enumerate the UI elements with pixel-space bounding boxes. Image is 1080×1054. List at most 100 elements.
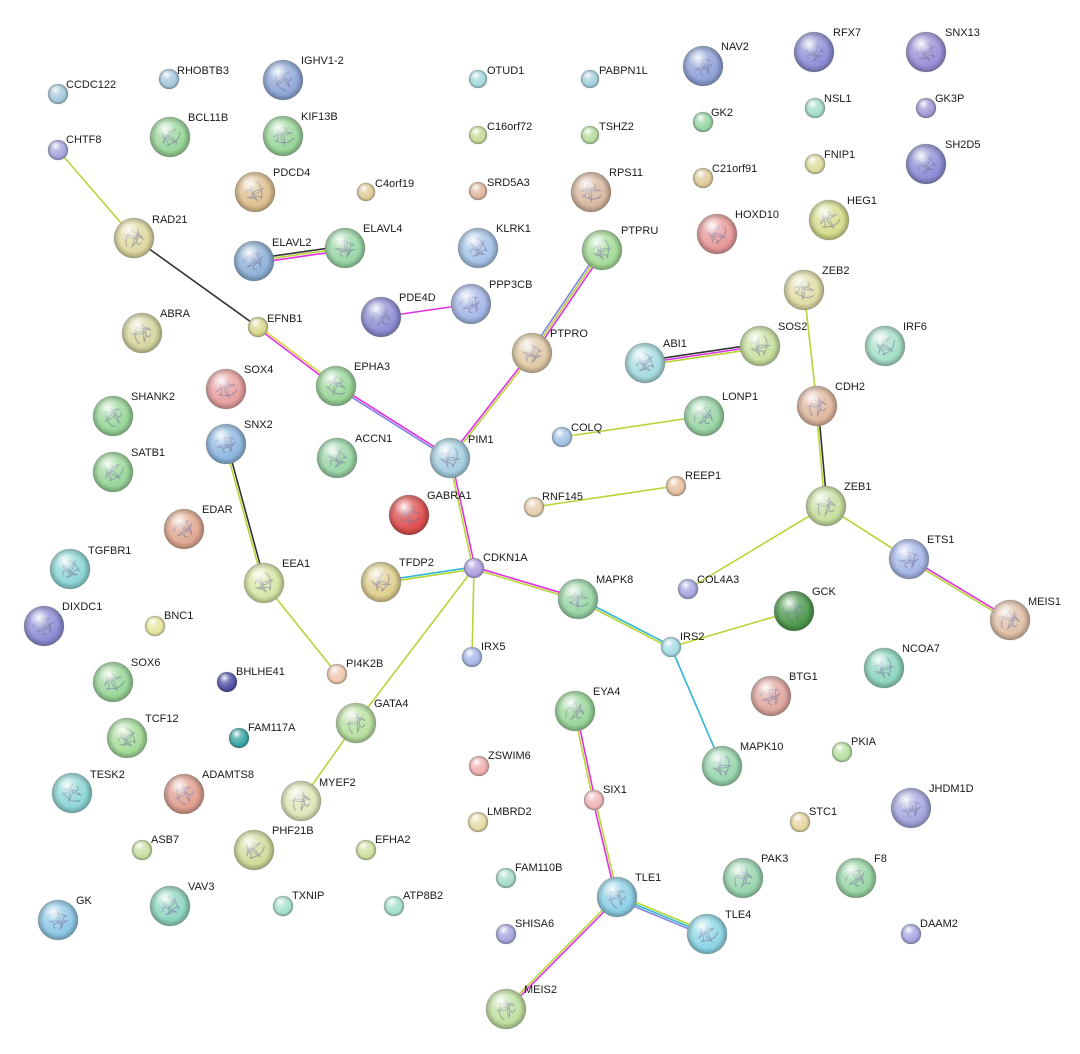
node-abi1[interactable]: ABI1 — [624, 338, 687, 384]
node-txnip[interactable]: TXNIP — [272, 890, 324, 917]
node-satb1[interactable]: SATB1 — [92, 447, 165, 493]
node-meis2[interactable]: MEIS2 — [485, 984, 557, 1030]
node-six1[interactable]: SIX1 — [583, 784, 627, 811]
node-sox6[interactable]: SOX6 — [92, 657, 160, 703]
node-sos2[interactable]: SOS2 — [739, 321, 807, 367]
node-gabra1[interactable]: GABRA1 — [388, 490, 472, 536]
node-tgfbr1[interactable]: TGFBR1 — [49, 545, 131, 590]
node-gk3p[interactable]: GK3P — [915, 93, 964, 119]
node-adamts8[interactable]: ADAMTS8 — [163, 769, 254, 815]
node-myef2[interactable]: MYEF2 — [280, 777, 356, 822]
node-elavl2[interactable]: ELAVL2 — [233, 237, 312, 282]
node-ighv1-2[interactable]: IGHV1-2 — [262, 55, 344, 101]
node-tcf12[interactable]: TCF12 — [106, 713, 179, 759]
node-fnip1[interactable]: FNIP1 — [804, 149, 855, 175]
node-bcl11b[interactable]: BCL11B — [149, 112, 228, 158]
node-otud1[interactable]: OTUD1 — [468, 65, 524, 89]
node-fam110b[interactable]: FAM110B — [495, 862, 563, 889]
node-rnf145[interactable]: RNF145 — [523, 491, 583, 518]
node-abra[interactable]: ABRA — [121, 308, 191, 354]
node-cdh2[interactable]: CDH2 — [796, 381, 865, 427]
node-reep1[interactable]: REEP1 — [665, 470, 721, 497]
node-sox4[interactable]: SOX4 — [205, 364, 273, 410]
node-pak3[interactable]: PAK3 — [722, 853, 788, 899]
node-ptpro[interactable]: PTPRO — [511, 328, 588, 374]
node-edar[interactable]: EDAR — [163, 504, 233, 550]
node-mapk10[interactable]: MAPK10 — [701, 741, 783, 787]
node-c16orf72[interactable]: C16orf72 — [468, 121, 532, 145]
node-tle4[interactable]: TLE4 — [686, 909, 751, 955]
node-tle1[interactable]: TLE1 — [596, 872, 661, 918]
node-gck[interactable]: GCK — [773, 586, 837, 632]
node-jhdm1d[interactable]: JHDM1D — [890, 783, 974, 829]
node-c4orf19[interactable]: C4orf19 — [356, 178, 414, 202]
node-atp8b2[interactable]: ATP8B2 — [383, 890, 443, 917]
node-lonp1[interactable]: LONP1 — [683, 391, 758, 437]
node-rfx7[interactable]: RFX7 — [793, 27, 861, 73]
node-zeb1[interactable]: ZEB1 — [805, 481, 872, 527]
node-shisa6[interactable]: SHISA6 — [495, 918, 554, 945]
node-pabpn1l[interactable]: PABPN1L — [580, 65, 648, 89]
node-pde4d[interactable]: PDE4D — [360, 292, 436, 338]
node-gk[interactable]: GK — [37, 895, 93, 941]
node-ptpru[interactable]: PTPRU — [581, 225, 658, 271]
node-bnc1[interactable]: BNC1 — [144, 610, 193, 637]
node-mapk8[interactable]: MAPK8 — [557, 574, 633, 620]
node-bhlhe41[interactable]: BHLHE41 — [216, 666, 285, 693]
node-elavl4[interactable]: ELAVL4 — [324, 223, 403, 269]
node-efnb1[interactable]: EFNB1 — [247, 313, 302, 338]
node-c21orf91[interactable]: C21orf91 — [692, 163, 757, 189]
node-eea1[interactable]: EEA1 — [243, 558, 310, 604]
node-chtf8[interactable]: CHTF8 — [47, 134, 101, 161]
node-phf21b[interactable]: PHF21B — [233, 825, 314, 871]
node-zswim6[interactable]: ZSWIM6 — [468, 750, 531, 777]
node-sh2d5[interactable]: SH2D5 — [905, 139, 980, 185]
node-snx13[interactable]: SNX13 — [905, 27, 980, 73]
node-tfdp2[interactable]: TFDP2 — [360, 557, 434, 603]
node-tshz2[interactable]: TSHZ2 — [580, 121, 634, 145]
node-btg1[interactable]: BTG1 — [750, 671, 818, 717]
node-nsl1[interactable]: NSL1 — [804, 93, 852, 119]
node-klrk1[interactable]: KLRK1 — [457, 223, 531, 269]
node-epha3[interactable]: EPHA3 — [315, 361, 390, 407]
node-ccdc122[interactable]: CCDC122 — [47, 79, 116, 105]
node-pdcd4[interactable]: PDCD4 — [234, 167, 310, 213]
node-stc1[interactable]: STC1 — [789, 806, 837, 833]
node-srd5a3[interactable]: SRD5A3 — [468, 177, 530, 201]
node-nav2[interactable]: NAV2 — [682, 41, 749, 87]
node-tesk2[interactable]: TESK2 — [51, 769, 125, 814]
node-ncoa7[interactable]: NCOA7 — [863, 643, 940, 689]
node-pi4k2b[interactable]: PI4K2B — [326, 658, 383, 685]
node-cdkn1a[interactable]: CDKN1A — [463, 552, 528, 579]
node-snx2[interactable]: SNX2 — [205, 419, 273, 465]
node-rps11[interactable]: RPS11 — [570, 167, 643, 213]
node-irs2[interactable]: IRS2 — [660, 631, 704, 658]
node-pkia[interactable]: PKIA — [831, 736, 877, 763]
node-vav3[interactable]: VAV3 — [149, 881, 215, 927]
node-colq[interactable]: COLQ — [551, 422, 603, 448]
node-hoxd10[interactable]: HOXD10 — [696, 209, 779, 255]
node-pim1[interactable]: PIM1 — [429, 434, 494, 479]
node-ppp3cb[interactable]: PPP3CB — [450, 279, 532, 325]
node-gk2[interactable]: GK2 — [692, 107, 733, 133]
node-accn1[interactable]: ACCN1 — [316, 433, 392, 479]
node-efha2[interactable]: EFHA2 — [355, 834, 410, 861]
node-asb7[interactable]: ASB7 — [131, 834, 179, 861]
node-daam2[interactable]: DAAM2 — [900, 918, 958, 945]
node-rhobtb3[interactable]: RHOBTB3 — [158, 65, 229, 90]
node-meis1[interactable]: MEIS1 — [989, 596, 1061, 641]
node-f8[interactable]: F8 — [835, 853, 887, 899]
node-fam117a[interactable]: FAM117A — [228, 722, 296, 749]
node-heg1[interactable]: HEG1 — [808, 195, 877, 241]
node-irx5[interactable]: IRX5 — [461, 641, 505, 668]
node-gata4[interactable]: GATA4 — [335, 698, 408, 744]
node-dixdc1[interactable]: DIXDC1 — [23, 601, 102, 647]
node-col4a3[interactable]: COL4A3 — [677, 574, 739, 600]
node-rad21[interactable]: RAD21 — [113, 214, 187, 259]
node-ets1[interactable]: ETS1 — [888, 534, 955, 580]
node-shank2[interactable]: SHANK2 — [92, 391, 175, 437]
node-kif13b[interactable]: KIF13B — [262, 111, 338, 157]
node-irf6[interactable]: IRF6 — [864, 321, 927, 367]
node-eya4[interactable]: EYA4 — [554, 686, 620, 732]
node-lmbrd2[interactable]: LMBRD2 — [467, 806, 532, 833]
